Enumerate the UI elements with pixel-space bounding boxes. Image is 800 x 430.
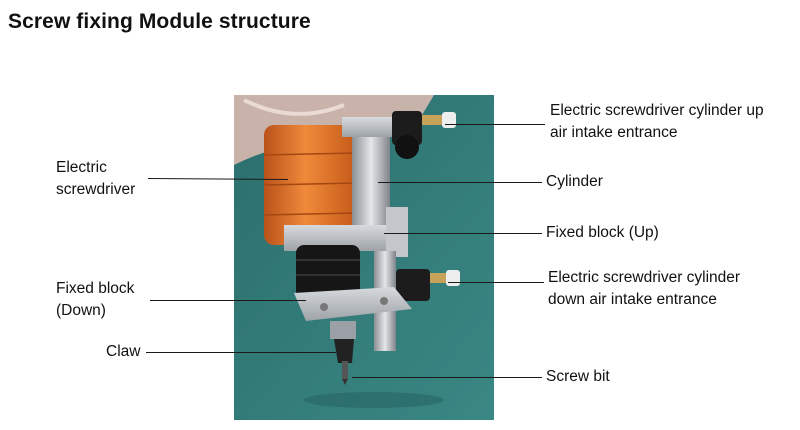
label-cylinder: Cylinder — [546, 173, 603, 190]
cylinder-tube — [352, 125, 390, 237]
label-screw-bit: Screw bit — [546, 368, 610, 385]
label-claw: Claw — [106, 343, 141, 360]
screw-bit-shape — [342, 361, 348, 379]
leader-cylinder — [378, 182, 542, 184]
down-intake-fitting — [396, 269, 430, 301]
leader-fixed-block-down — [150, 300, 306, 302]
leader-claw — [146, 352, 336, 354]
page-title: Screw fixing Module structure — [8, 10, 311, 33]
leader-cylinder-up-intake — [445, 124, 545, 126]
label-electric-screwdriver: Electric screwdriver — [56, 159, 136, 198]
label-cylinder-down-intake: Electric screwdriver cylinder down air i… — [548, 269, 741, 308]
leader-fixed-block-up — [384, 233, 542, 235]
leader-cylinder-down-intake — [448, 282, 544, 284]
motor-section — [296, 245, 360, 299]
leader-screw-bit — [352, 377, 542, 379]
label-fixed-block-down: Fixed block (Down) — [56, 280, 135, 319]
claw-shape — [330, 321, 356, 339]
fixed-block-down-shape — [294, 287, 412, 321]
module-photo — [234, 95, 494, 420]
label-fixed-block-up: Fixed block (Up) — [546, 224, 659, 241]
module-photo-illustration — [234, 95, 494, 420]
up-intake-fitting — [392, 111, 422, 145]
label-cylinder-up-intake: Electric screwdriver cylinder up air int… — [550, 102, 764, 141]
leader-electric-screwdriver — [147, 178, 289, 181]
